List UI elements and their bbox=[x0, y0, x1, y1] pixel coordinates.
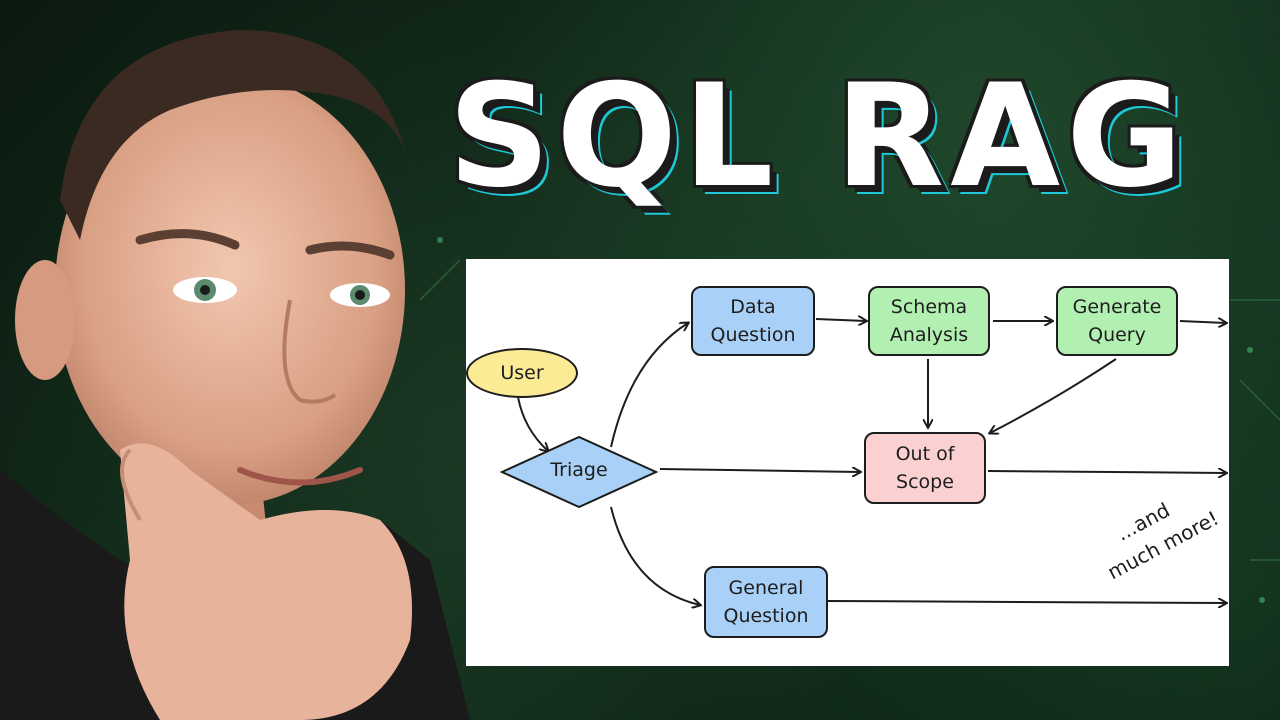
arrow-generate-out-right bbox=[1179, 321, 1226, 323]
arrow-triage-scope bbox=[659, 469, 860, 472]
diagram-arrows bbox=[517, 259, 1229, 666]
presenter-photo bbox=[0, 30, 470, 720]
node-schema-analysis-label: Schema Analysis bbox=[889, 296, 969, 346]
arrow-data-schema bbox=[815, 319, 866, 321]
arrow-triage-data bbox=[610, 323, 688, 448]
flow-diagram: User Triage Data Question Schema Analysi… bbox=[466, 259, 1229, 666]
arrow-generate-scope bbox=[990, 358, 1117, 433]
arrow-triage-general bbox=[610, 506, 700, 605]
node-out-of-scope: Out of Scope bbox=[864, 432, 986, 504]
node-user: User bbox=[466, 348, 578, 398]
node-triage-label: Triage bbox=[550, 459, 608, 481]
title-text: SQL RAG bbox=[448, 54, 1189, 219]
node-general-question-label: General Question bbox=[723, 577, 809, 627]
node-generate-query-label: Generate Query bbox=[1072, 296, 1162, 346]
node-out-of-scope-label: Out of Scope bbox=[895, 443, 955, 493]
video-title: SQL RAG bbox=[448, 62, 1248, 212]
node-general-question: General Question bbox=[704, 566, 828, 638]
node-data-question: Data Question bbox=[691, 286, 815, 356]
node-user-label: User bbox=[500, 362, 544, 384]
node-generate-query: Generate Query bbox=[1056, 286, 1178, 356]
arrow-general-right bbox=[827, 601, 1226, 603]
node-schema-analysis: Schema Analysis bbox=[868, 286, 990, 356]
arrow-user-triage bbox=[517, 396, 548, 451]
node-data-question-label: Data Question bbox=[710, 296, 796, 346]
node-triage-diamond bbox=[500, 435, 658, 509]
arrow-scope-right bbox=[987, 471, 1226, 473]
